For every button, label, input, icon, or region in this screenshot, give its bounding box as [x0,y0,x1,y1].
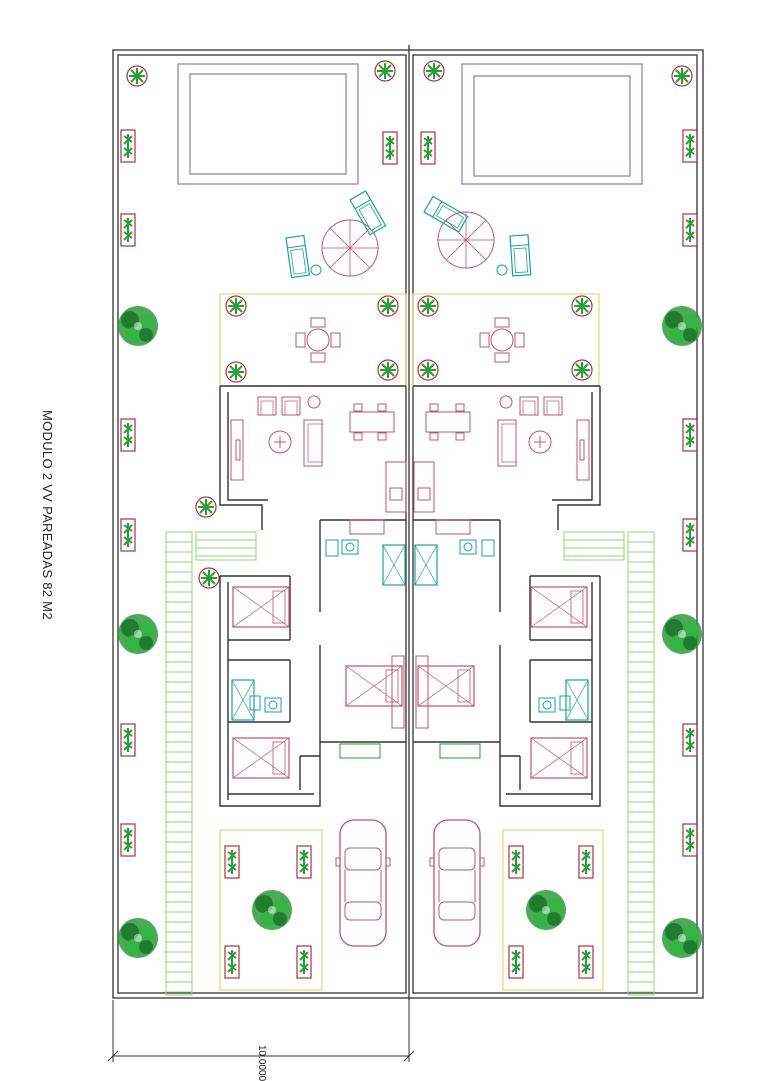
pool-left [177,63,359,185]
outdoor-furniture [285,190,532,363]
pool-right [461,63,643,185]
terraces [219,293,604,991]
house-walls-right [413,385,601,807]
car-left [335,819,391,947]
lot-boundaries [112,45,704,1000]
furniture-right [413,395,590,779]
furniture-left [230,395,407,779]
pathway-right [563,531,655,996]
trees [118,306,702,958]
pathway-left [165,531,257,996]
house-walls-left [219,385,406,807]
car-right [429,819,485,947]
dimension-line [107,1000,415,1062]
